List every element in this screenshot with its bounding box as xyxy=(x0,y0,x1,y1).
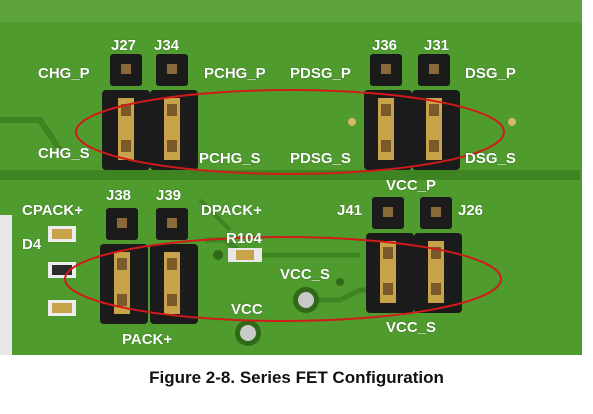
header-j41 xyxy=(366,197,414,313)
test-point xyxy=(508,118,516,126)
header-j38 xyxy=(100,208,148,324)
label-pchg-p: PCHG_P xyxy=(204,65,266,82)
pcb-top-band xyxy=(0,0,582,22)
test-point xyxy=(348,118,356,126)
highlight-ellipse-top xyxy=(75,89,505,175)
resistor-r104 xyxy=(228,248,262,262)
header-j34 xyxy=(150,54,198,170)
diode-d4 xyxy=(48,226,76,316)
label-pdsg-p: PDSG_P xyxy=(290,65,351,82)
vcc-s-test-pad xyxy=(298,292,314,308)
via xyxy=(336,278,344,286)
label-j36: J36 xyxy=(372,37,398,54)
label-pack: PACK+ xyxy=(122,331,173,348)
label-j34: J34 xyxy=(154,37,180,54)
pcb-trace xyxy=(0,117,63,152)
header-j31 xyxy=(412,54,460,170)
label-dsg-p: DSG_P xyxy=(465,65,516,82)
label-vcc-s-right: VCC_S xyxy=(386,319,437,336)
label-j41: J41 xyxy=(337,202,363,219)
highlight-ellipse-bottom xyxy=(64,236,502,322)
label-d4: D4 xyxy=(22,236,42,253)
pcb-white-strip xyxy=(0,215,12,355)
label-j38: J38 xyxy=(106,187,132,204)
label-j27: J27 xyxy=(111,37,137,54)
via xyxy=(213,250,223,260)
pcb-trace xyxy=(205,237,360,258)
label-pchg-s: PCHG_S xyxy=(199,150,261,167)
label-pdsg-s: PDSG_S xyxy=(290,150,351,167)
vcc-test-pad xyxy=(240,325,256,341)
pcb-photo xyxy=(0,0,582,355)
label-chg-p: CHG_P xyxy=(38,65,90,82)
pcb-trace xyxy=(198,198,232,232)
label-j39: J39 xyxy=(156,187,182,204)
header-j27 xyxy=(102,54,150,170)
label-j31: J31 xyxy=(424,37,450,54)
label-vcc: VCC xyxy=(231,301,263,318)
label-vcc-s-mid: VCC_S xyxy=(280,266,331,283)
label-dpack: DPACK+ xyxy=(201,202,262,219)
label-j26: J26 xyxy=(458,202,484,219)
label-chg-s: CHG_S xyxy=(38,145,90,162)
header-j39 xyxy=(150,208,198,324)
label-cpack: CPACK+ xyxy=(22,202,83,219)
label-r104: R104 xyxy=(226,230,262,247)
header-j36 xyxy=(364,54,412,170)
label-vcc-p: VCC_P xyxy=(386,177,437,194)
label-dsg-s: DSG_S xyxy=(465,150,516,167)
figure-caption: Figure 2-8. Series FET Configuration xyxy=(149,368,444,387)
